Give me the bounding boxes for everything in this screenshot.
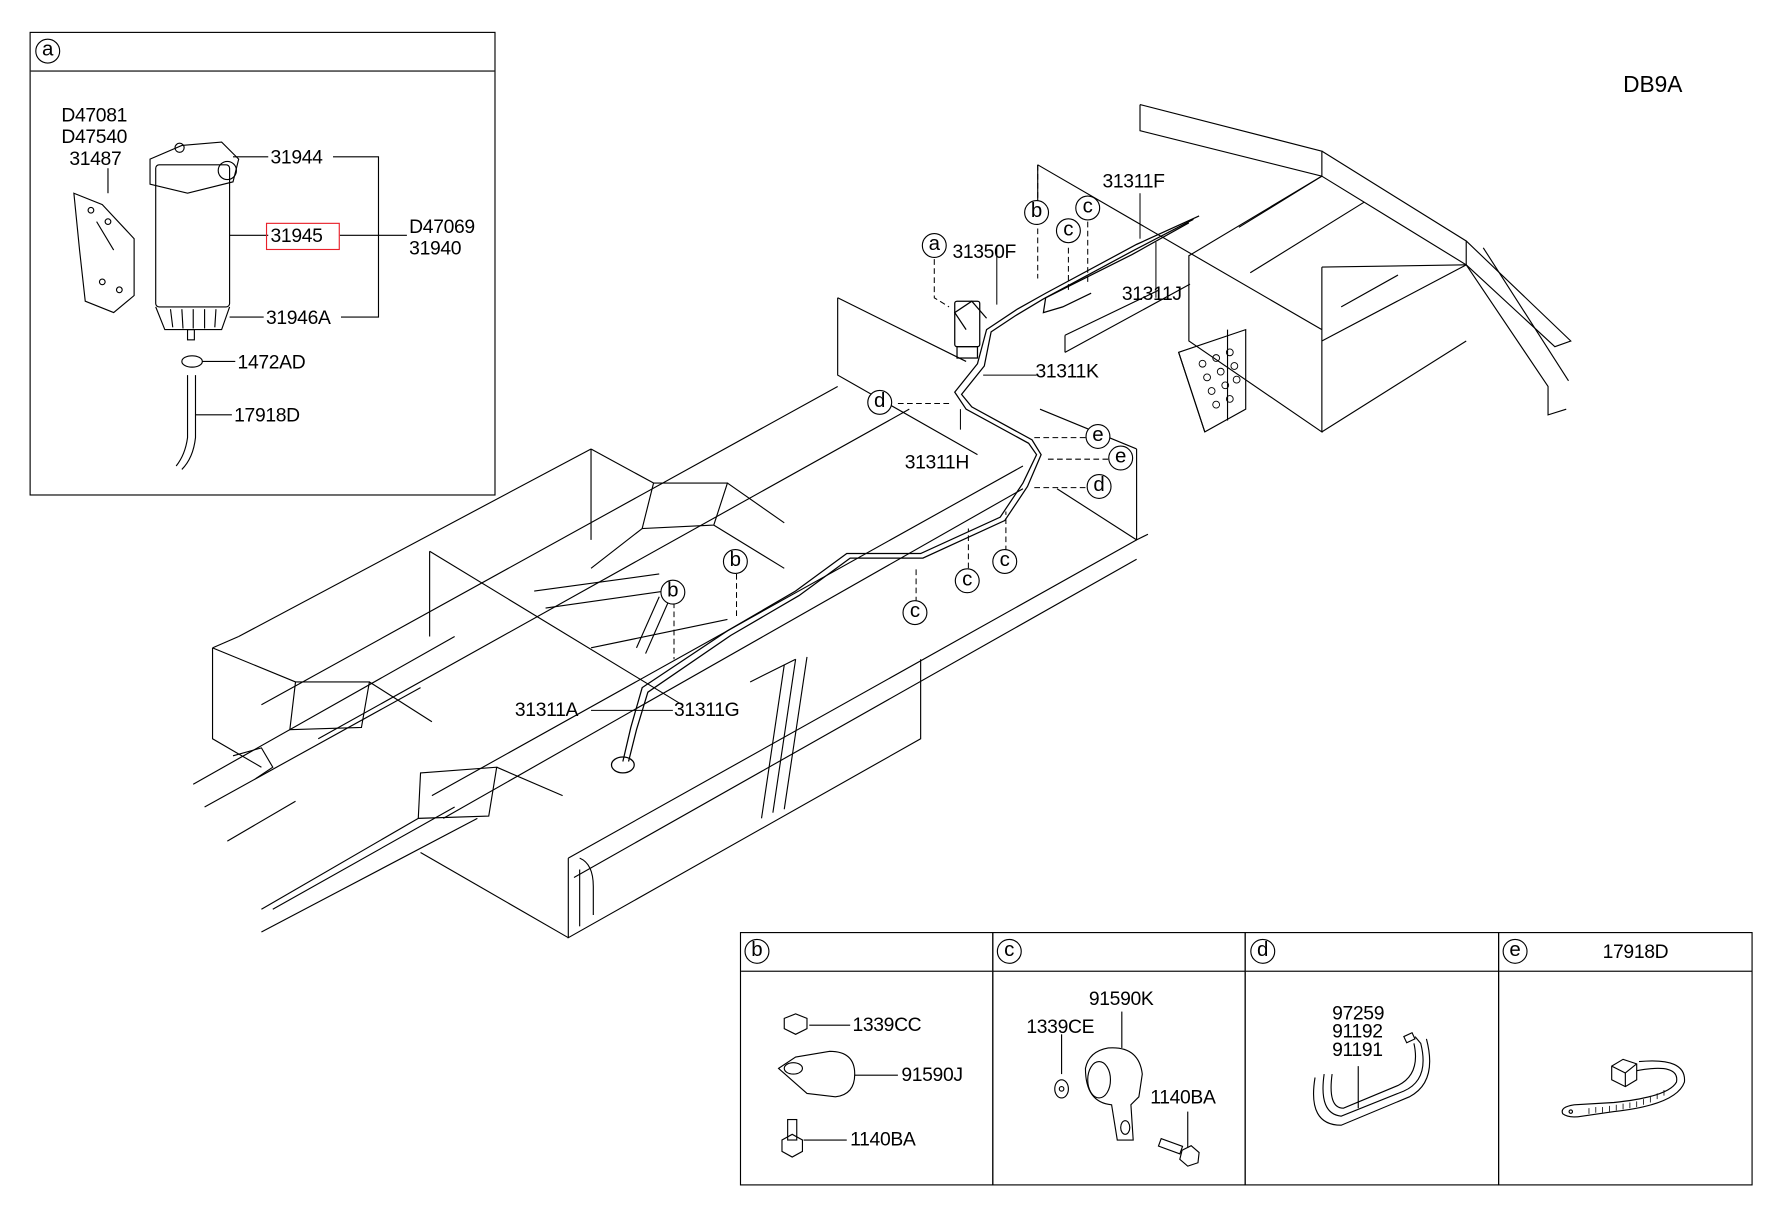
part-label-1140BA-b[interactable]: 1140BA: [850, 1128, 916, 1151]
part-label-31945[interactable]: 31945: [270, 225, 323, 247]
part-label-91590J[interactable]: 91590J: [901, 1063, 963, 1086]
detail-panel-c: [992, 932, 1246, 1186]
ref-callout-b-1[interactable]: b: [722, 549, 748, 574]
part-label-91590K[interactable]: 91590K: [1088, 987, 1154, 1010]
ref-callout-b-panel[interactable]: b: [744, 938, 770, 964]
panel-e-title[interactable]: 17918D: [1602, 941, 1669, 963]
ref-callout-d-2[interactable]: d: [1086, 473, 1112, 499]
part-label-31311F[interactable]: 31311F: [1102, 170, 1165, 193]
bracket-part-numbers[interactable]: D47081 D47540 31487: [61, 105, 127, 170]
part-label-D47069[interactable]: D47069: [409, 215, 475, 238]
part-label-1140BA-c[interactable]: 1140BA: [1150, 1086, 1216, 1109]
part-label-31940[interactable]: 31940: [409, 237, 462, 260]
part-label-D47081[interactable]: D47081: [61, 104, 128, 127]
ref-callout-b-2[interactable]: b: [660, 579, 686, 605]
chassis-frame: [192, 104, 1572, 939]
ref-callout-c-3[interactable]: c: [902, 600, 928, 626]
ref-callout-e-panel[interactable]: e: [1502, 938, 1528, 964]
fuel-lines: [610, 215, 1200, 774]
highlight-box-31945: [265, 222, 340, 251]
ref-callout-d-1[interactable]: d: [867, 390, 893, 415]
ref-callout-c-panel[interactable]: c: [996, 938, 1022, 964]
part-label-31350F[interactable]: 31350F: [952, 240, 1016, 263]
part-label-31311J[interactable]: 31311J: [1121, 283, 1182, 305]
detail-panel-e: [1498, 932, 1753, 1186]
part-label-31311H[interactable]: 31311H: [904, 451, 970, 473]
part-label-31944[interactable]: 31944: [270, 146, 323, 169]
ref-callout-c-1[interactable]: c: [992, 549, 1018, 574]
part-label-1339CC[interactable]: 1339CC: [852, 1013, 922, 1036]
panel-b-artwork: [777, 1013, 898, 1158]
part-label-1339CE[interactable]: 1339CE: [1026, 1016, 1095, 1038]
part-label-31487[interactable]: 31487: [69, 147, 122, 170]
panel-c-artwork: [1054, 1011, 1200, 1167]
fuel-filter-artwork: [73, 141, 407, 470]
part-label-17918D[interactable]: 17918D: [234, 404, 300, 427]
ref-callout-d-panel[interactable]: d: [1250, 938, 1276, 964]
part-label-31311A[interactable]: 31311A: [514, 699, 579, 721]
detail-panel-a: [29, 31, 496, 496]
panel-b-header: [741, 933, 993, 972]
panel-d-artwork: [1313, 1031, 1431, 1126]
ref-callout-b-upper[interactable]: b: [1024, 200, 1050, 226]
ref-callout-a[interactable]: a: [35, 39, 61, 64]
clip-part-numbers[interactable]: 97259 91192 91191: [1332, 1002, 1385, 1061]
ref-callout-c-upper-1[interactable]: c: [1055, 218, 1081, 244]
part-label-D47540[interactable]: D47540: [61, 126, 128, 148]
diagram-code: DB9A: [1623, 72, 1683, 98]
part-label-31311G[interactable]: 31311G: [674, 699, 740, 721]
part-label-91192[interactable]: 91192: [1332, 1020, 1383, 1043]
panel-d-header: [1245, 933, 1499, 972]
ref-callout-e-2[interactable]: e: [1108, 445, 1134, 471]
ref-callout-c-upper-2[interactable]: c: [1075, 195, 1101, 221]
leader-lines: [591, 164, 1157, 711]
part-label-31311K[interactable]: 31311K: [1035, 360, 1099, 382]
part-label-97259[interactable]: 97259: [1332, 1002, 1385, 1025]
panel-e-header: [1499, 933, 1752, 972]
ref-callout-e-1[interactable]: e: [1085, 423, 1111, 449]
part-label-1472AD[interactable]: 1472AD: [237, 351, 306, 373]
ref-callout-a-main[interactable]: a: [921, 233, 947, 259]
panel-e-artwork: [1561, 1058, 1686, 1118]
assembly-part-numbers[interactable]: D47069 31940: [409, 216, 475, 259]
panel-c-header: [993, 933, 1245, 972]
ref-callout-c-2[interactable]: c: [954, 568, 980, 594]
panel-a-header: [30, 33, 495, 72]
part-label-91191[interactable]: 91191: [1332, 1038, 1383, 1061]
part-label-31946A[interactable]: 31946A: [265, 306, 331, 329]
